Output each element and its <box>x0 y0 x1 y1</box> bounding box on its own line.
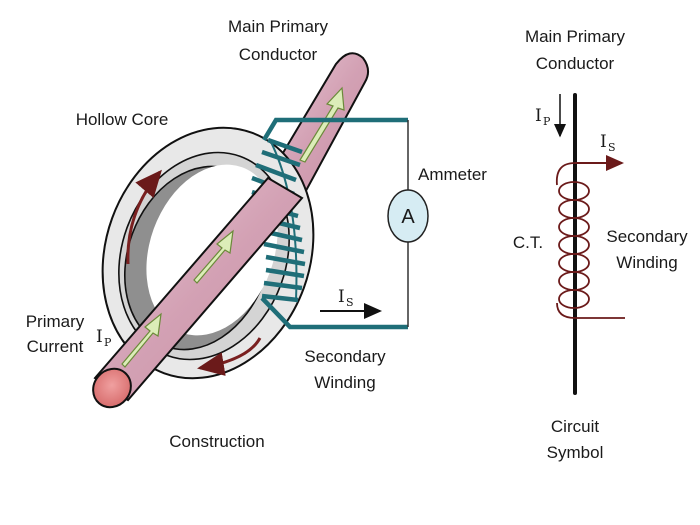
ip-subscript: P <box>104 336 112 349</box>
secondary-winding-label: Secondary <box>304 347 386 366</box>
symbol-main-primary-label-2: Conductor <box>536 54 615 73</box>
primary-current-label-2: Current <box>27 337 84 356</box>
symbol-ip-label: I <box>535 106 542 126</box>
symbol-ip-subscript: P <box>543 115 551 128</box>
circuit-symbol-caption-2: Symbol <box>547 443 604 462</box>
ammeter-symbol: A <box>401 206 415 228</box>
symbol-is-label: I <box>600 132 607 152</box>
flux-arrow-icon <box>197 337 262 376</box>
conductor-end <box>92 367 132 409</box>
symbol-is-subscript: S <box>608 141 616 154</box>
current-direction-arrow-icon <box>121 312 162 368</box>
flux-arrow-icon <box>126 169 162 265</box>
circuit-symbol-caption: Circuit <box>551 417 599 436</box>
current-direction-arrow-icon <box>299 86 345 163</box>
current-direction-arrow-icon <box>193 229 234 284</box>
symbol-secondary-label: Secondary <box>606 227 688 246</box>
primary-conductor-front <box>92 176 304 409</box>
ct-label: C.T. <box>513 233 543 252</box>
construction-caption: Construction <box>169 432 264 451</box>
main-primary-label-2: Conductor <box>239 45 318 64</box>
ammeter: A <box>387 189 429 243</box>
is-label: I <box>338 287 345 307</box>
circuit-symbol-view: Main Primary Conductor I P I S C.T. Seco… <box>513 27 688 462</box>
main-primary-label: Main Primary <box>228 17 329 36</box>
symbol-secondary-label-2: Winding <box>616 253 677 272</box>
secondary-lead-top <box>262 117 408 142</box>
ammeter-label: Ammeter <box>418 165 487 184</box>
secondary-winding-label-2: Winding <box>314 373 375 392</box>
construction-view: A Main Primary Conductor Hollow Core Amm… <box>26 17 488 451</box>
secondary-lead-bottom <box>260 296 408 330</box>
ct-coil <box>555 162 625 319</box>
hollow-core-label: Hollow Core <box>76 110 169 129</box>
ip-label: I <box>96 327 103 347</box>
symbol-main-primary-label: Main Primary <box>525 27 626 46</box>
is-subscript: S <box>346 296 354 309</box>
primary-current-label: Primary <box>26 312 85 331</box>
